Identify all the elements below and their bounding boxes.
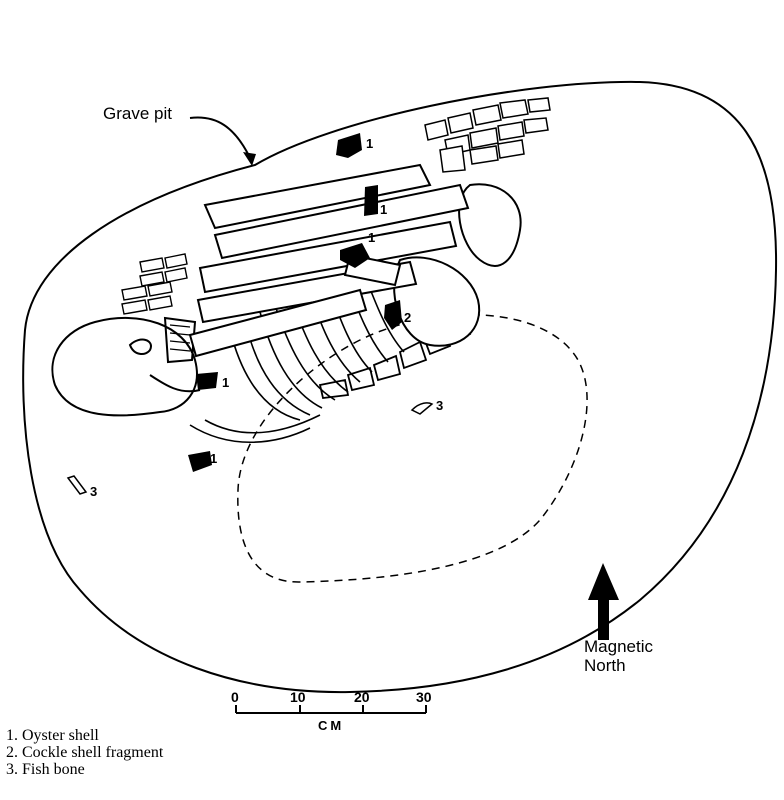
oyster-shell-1 <box>336 133 362 158</box>
scale-tick-30: 30 <box>416 689 432 705</box>
legend-item-oyster: 1. Oyster shell <box>6 727 99 744</box>
legend: 1. Oyster shell 2. Cockle shell fragment… <box>6 727 163 778</box>
marker-fish: 3 <box>436 398 444 413</box>
hand-bones <box>121 253 188 315</box>
marker-oyster: 1 <box>210 451 218 466</box>
marker-oyster: 1 <box>366 136 374 151</box>
fish-bone-2 <box>66 475 88 495</box>
oyster-shells <box>188 133 378 472</box>
legend-item-fish: 3. Fish bone <box>6 761 85 778</box>
foot-bones <box>424 97 551 173</box>
legend-item-cockle: 2. Cockle shell fragment <box>6 744 164 761</box>
marker-oyster: 1 <box>380 202 388 217</box>
fish-bones <box>66 402 434 495</box>
magnetic-north-label: Magnetic North <box>584 637 653 675</box>
scale-tick-20: 20 <box>354 689 370 705</box>
north-arrow-icon <box>588 563 619 640</box>
oyster-shell-3 <box>340 243 370 268</box>
scale-tick-0: 0 <box>231 689 239 705</box>
scale-tick-10: 10 <box>290 689 306 705</box>
cockle-shell-fragment <box>384 300 402 330</box>
grave-pit-arrow <box>189 116 253 163</box>
oyster-shell-2 <box>364 185 378 216</box>
marker-oyster: 1 <box>368 230 376 245</box>
grave-pit-arrowhead <box>243 152 256 166</box>
marker-cockle: 2 <box>404 310 412 325</box>
fish-bone-1 <box>410 402 434 415</box>
skull <box>51 316 201 417</box>
dashed-feature-outline <box>237 313 588 583</box>
oyster-shell-5 <box>188 451 212 472</box>
grave-pit-label: Grave pit <box>103 104 172 123</box>
scale-unit: CM <box>318 718 345 733</box>
marker-oyster: 1 <box>222 375 230 390</box>
grave-pit-outline <box>22 80 778 694</box>
marker-fish: 3 <box>90 484 98 499</box>
oyster-shell-4 <box>196 372 218 390</box>
scale-bar <box>235 705 427 714</box>
